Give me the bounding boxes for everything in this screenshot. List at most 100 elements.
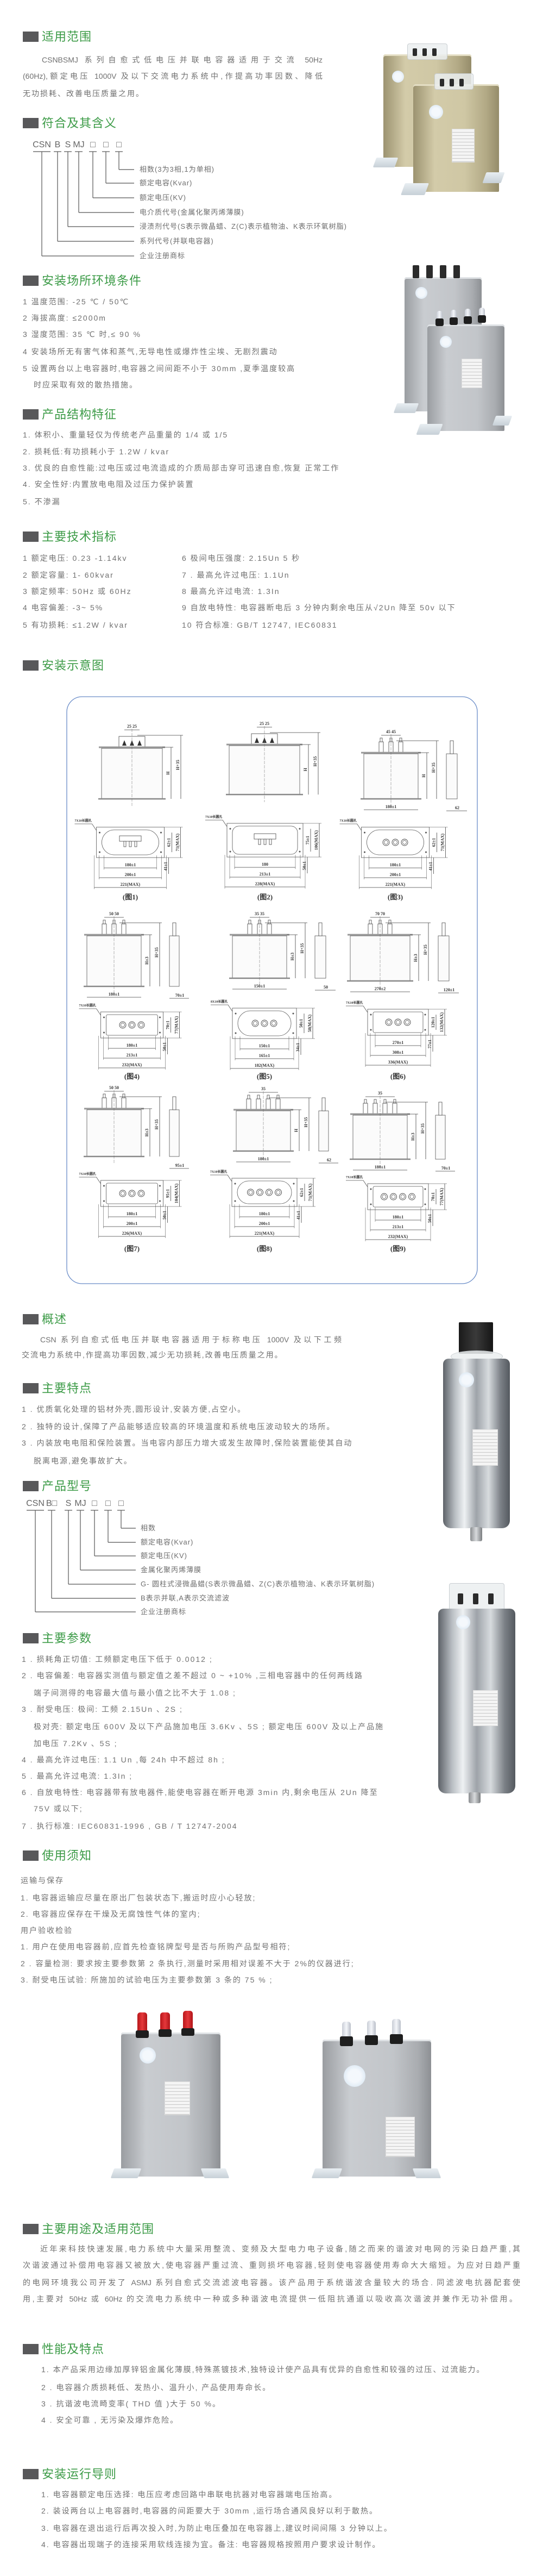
leader-line bbox=[346, 1005, 368, 1013]
spec-item: 8 最高允许过电流: 1.3In bbox=[182, 587, 280, 596]
section-marker-icon bbox=[23, 409, 39, 420]
terminal-cap bbox=[369, 920, 372, 924]
mounting-slot-label: 7X10长圆孔 bbox=[340, 818, 357, 823]
spec-item: 5 有功损耗: ≤1.2W / kvar bbox=[23, 621, 128, 629]
terminal-circle bbox=[408, 1193, 415, 1201]
plan-dimension-label: 62±1 bbox=[299, 1188, 304, 1197]
terminal bbox=[263, 839, 267, 845]
terminal-spacing-label: 35 bbox=[378, 1091, 382, 1096]
terminal bbox=[121, 1097, 127, 1109]
width-label: 180±1 bbox=[258, 1156, 269, 1161]
plan-dimension-label: 213±1 bbox=[127, 1053, 137, 1058]
total-height-label: H+35 bbox=[154, 947, 159, 958]
leader-line bbox=[74, 823, 97, 831]
text-line: (60Hz),额定电压 1000V 及以下交流电力系统中,作提高功率因数、降低 bbox=[23, 72, 323, 80]
text-line: 极对壳: 额定电压 600V 及以下产品施加电压 3.6Kv 、5S ; 额定电… bbox=[34, 1722, 384, 1731]
text-line: 6 . 自放电特性: 电容器带有放电器件,能使电容器在断开电源 3min 内,剩… bbox=[22, 1788, 378, 1797]
plan-dimension-label: 95±1 bbox=[166, 1189, 171, 1198]
model-code-label: 额定电压(KV) bbox=[140, 193, 187, 202]
terminal-mark bbox=[137, 740, 142, 746]
terminal-cap bbox=[267, 1095, 270, 1099]
terminal-circle bbox=[130, 1191, 134, 1196]
mount-hole bbox=[229, 828, 231, 830]
model-code-part: □ bbox=[92, 1499, 97, 1508]
text-line: 用户验收检验 bbox=[21, 1926, 73, 1935]
terminal-spacing-label: 35 35 bbox=[255, 911, 264, 916]
total-height-label: H+35 bbox=[300, 943, 305, 954]
terminal-cap bbox=[364, 1099, 367, 1104]
capacitor-profile bbox=[314, 935, 326, 979]
mount-hole bbox=[299, 828, 301, 830]
product-photo-clear-terminal-capacitor bbox=[307, 2019, 443, 2182]
mount-hole bbox=[234, 1183, 236, 1185]
terminal-circle bbox=[121, 1191, 125, 1196]
plan-dimension-label: 58(MAX) bbox=[307, 1014, 312, 1032]
text-line: 3 . 抗谐波电流畸变率( THD 值 )大于 50 %。 bbox=[41, 2399, 222, 2408]
text-line: 5 . 最高允许过电流: 1.3In ; bbox=[22, 1772, 133, 1780]
model-code-part: CSN bbox=[33, 140, 51, 149]
height-label: H±3 bbox=[413, 954, 418, 962]
mounting-slot-label: 7X10长圆孔 bbox=[346, 1001, 363, 1005]
text-line: 3 湿度范围: 35 ℃ 时,≤ 90 % bbox=[23, 330, 141, 339]
leader-line bbox=[346, 1180, 368, 1187]
total-height-label: H+35 bbox=[431, 762, 436, 773]
mounting-slot-label: 7X10长圆孔 bbox=[346, 1175, 363, 1179]
terminal-circle bbox=[276, 1190, 281, 1195]
text-line: CSN 系列自愈式低电压并联电容器适用于标称电压 1000V 及以下工频 bbox=[40, 1335, 342, 1344]
plan-dimension-label: 165±1 bbox=[259, 1053, 270, 1058]
terminal-circle bbox=[256, 1189, 263, 1196]
terminal-circle bbox=[275, 1189, 282, 1196]
mount-hole bbox=[424, 1029, 426, 1031]
model-code-label: 企业注册商标 bbox=[140, 252, 186, 260]
text-line: 1. 本产品采用边缘加厚锌铝金属化薄膜,特殊蒸镀技术,独特设计使产品具有优异的自… bbox=[41, 2365, 485, 2374]
terminal-cap bbox=[103, 1093, 106, 1098]
height-label: H±3 bbox=[290, 953, 295, 961]
product-photo-beige-capacitors bbox=[369, 41, 510, 204]
section-title-meaning: 符合及其含义 bbox=[42, 116, 117, 130]
mounting-slot-label: 7X10长圆孔 bbox=[75, 818, 92, 823]
text-line: 2 . 独特的设计,保障了产品能够适应较高的环境温度和系统电压波动较大的场所。 bbox=[22, 1422, 336, 1431]
section-marker-icon bbox=[23, 1850, 39, 1861]
height-label: H bbox=[294, 1128, 299, 1132]
capacitor-outline bbox=[367, 829, 424, 855]
text-line: 1 . 损耗角正切值: 工频额定电压下低于 0.0012 ; bbox=[22, 1655, 213, 1664]
terminal-circle bbox=[401, 839, 408, 846]
model-code-part: S bbox=[65, 140, 71, 149]
plan-dimension-label: 106(MAX) bbox=[314, 830, 319, 850]
terminal-circle bbox=[266, 1189, 273, 1196]
text-line: 5. 不渗漏 bbox=[23, 497, 61, 506]
capacitor-outline bbox=[237, 1010, 292, 1036]
terminal-circle bbox=[267, 1190, 272, 1195]
plan-dimension-label: 132(MAX) bbox=[439, 1012, 444, 1032]
depth-label: 95±1 bbox=[175, 1163, 184, 1168]
text-line: 3. 耐受电压试验: 所施加的试验电压为主要参数第 3 条的 75 % ; bbox=[21, 1975, 273, 1984]
height-label: H bbox=[421, 774, 426, 778]
mount-hole bbox=[364, 851, 365, 853]
plan-dimension-label: 70±1 bbox=[431, 1192, 435, 1201]
text-line: 次谐波通过补偿用电容器又被放大,使电容器严重过流、重则损坏电容器,轻则使电容器使… bbox=[23, 2261, 520, 2269]
terminal bbox=[129, 841, 132, 847]
mounting-slot-label: 7X10长圆孔 bbox=[79, 1003, 96, 1008]
depth-label: 120±1 bbox=[444, 987, 454, 992]
terminal bbox=[123, 841, 127, 847]
plan-dimension-label: 71(MAX) bbox=[175, 833, 180, 851]
section-marker-icon bbox=[23, 276, 39, 286]
terminal-circle bbox=[382, 839, 390, 846]
terminal-spacing-label: 25 25 bbox=[260, 721, 269, 726]
depth-label: 70±1 bbox=[441, 1166, 450, 1171]
capacitor-outline bbox=[106, 1183, 158, 1204]
model-code-part: □ bbox=[118, 1499, 124, 1508]
section-marker-icon bbox=[23, 1481, 39, 1491]
capacitor-profile bbox=[435, 1115, 446, 1160]
plan-dimension-label: 150±1 bbox=[259, 1043, 270, 1048]
plan-dimension-label: 75±1 bbox=[305, 836, 310, 845]
terminal-circle bbox=[139, 1191, 143, 1196]
text-line: 交流电力系统中,作提高功率因数,减少无功损耗,改善电压质量之用。 bbox=[22, 1350, 283, 1359]
terminal bbox=[258, 839, 261, 845]
section-marker-icon bbox=[23, 1633, 39, 1643]
mounting-slot-label: 7X10长圆孔 bbox=[79, 1172, 96, 1176]
terminal bbox=[441, 922, 446, 936]
terminal-spacing-label: 70 70 bbox=[375, 911, 385, 916]
height-label: H bbox=[166, 771, 171, 775]
model-code-label: G- 圆柱式浸微晶蜡(S表示微晶蜡、Z(C)表示植物油、K表示环氧树脂) bbox=[141, 1580, 375, 1588]
